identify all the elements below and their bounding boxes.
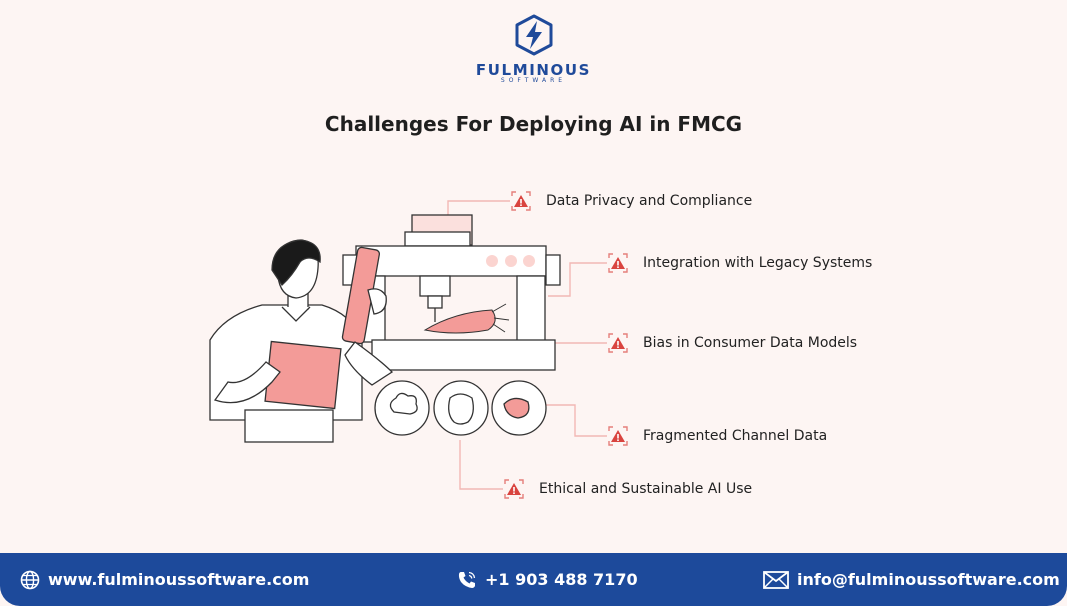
challenge-item: Ethical and Sustainable AI Use xyxy=(503,478,752,500)
challenge-item: Data Privacy and Compliance xyxy=(510,190,752,212)
footer-website[interactable]: www.fulminoussoftware.com xyxy=(20,553,309,606)
page-title: Challenges For Deploying AI in FMCG xyxy=(324,112,743,136)
machine xyxy=(342,214,561,371)
footer-email[interactable]: info@fulminoussoftware.com xyxy=(763,553,1060,606)
challenge-label: Integration with Legacy Systems xyxy=(643,255,873,271)
globe-icon xyxy=(20,570,40,589)
email-link[interactable]: info@fulminoussoftware.com xyxy=(797,570,1060,589)
warning-icon xyxy=(608,253,628,273)
mail-icon xyxy=(763,570,789,589)
challenge-label: Bias in Consumer Data Models xyxy=(643,335,858,351)
person xyxy=(209,239,394,443)
warning-icon xyxy=(608,426,628,446)
challenge-label: Ethical and Sustainable AI Use xyxy=(539,481,753,497)
warning-icon xyxy=(504,479,524,499)
challenge-item: Fragmented Channel Data xyxy=(607,425,827,447)
website-link[interactable]: www.fulminoussoftware.com xyxy=(48,570,310,589)
brand-tagline: SOFTWARE xyxy=(500,77,567,84)
challenge-label: Fragmented Channel Data xyxy=(643,428,828,444)
food-plates xyxy=(374,380,547,436)
carrot xyxy=(423,303,510,334)
footer-bar: www.fulminoussoftware.com +1 903 488 717… xyxy=(0,553,1067,606)
brand-name: FULMINOUS xyxy=(475,61,592,79)
warning-icon xyxy=(511,191,531,211)
phone-icon xyxy=(458,571,476,588)
footer-phone[interactable]: +1 903 488 7170 xyxy=(457,553,638,606)
phone-number[interactable]: +1 903 488 7170 xyxy=(485,570,638,589)
challenge-label: Data Privacy and Compliance xyxy=(546,193,753,209)
warning-icon xyxy=(608,333,628,353)
bolt-logo-icon xyxy=(515,14,553,56)
challenge-item: Bias in Consumer Data Models xyxy=(607,332,857,354)
challenge-item: Integration with Legacy Systems xyxy=(607,252,872,274)
